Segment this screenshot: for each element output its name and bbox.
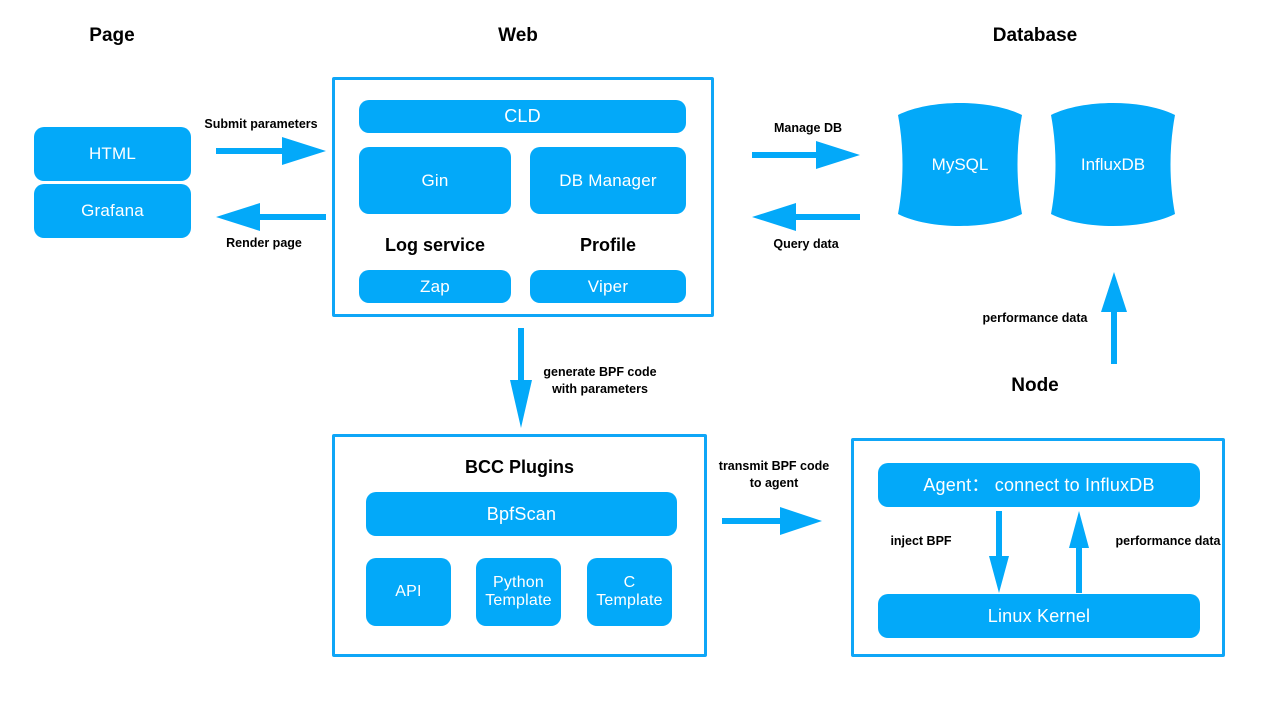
node-zap[interactable]: Zap <box>359 270 511 303</box>
node-python-template-label: Python Template <box>485 574 552 609</box>
node-python-template[interactable]: Python Template <box>476 558 561 626</box>
edge-label-performance-data-node: performance data <box>1115 534 1221 548</box>
node-bpfscan[interactable]: BpfScan <box>366 492 677 536</box>
node-html[interactable]: HTML <box>34 127 191 181</box>
arrow-query-data <box>752 200 860 234</box>
node-zap-label: Zap <box>420 276 450 296</box>
bcc-plugins-container: BCC Plugins BpfScan API Python Template … <box>332 434 707 657</box>
arrow-manage-db <box>752 138 860 172</box>
edge-label-submit-parameters: Submit parameters <box>204 117 318 131</box>
arrow-submit-parameters <box>216 134 326 168</box>
section-title-page: Page <box>89 25 135 46</box>
edge-label-inject-bpf: inject BPF <box>890 534 952 548</box>
arrow-generate-bpf <box>505 328 537 428</box>
node-linux-kernel[interactable]: Linux Kernel <box>878 594 1200 638</box>
node-gin[interactable]: Gin <box>359 147 511 214</box>
arrow-inject-bpf <box>986 511 1012 593</box>
cylinder-influxdb-label: InfluxDB <box>1080 154 1146 174</box>
edge-label-performance-data-db: performance data <box>982 311 1088 325</box>
node-db-manager[interactable]: DB Manager <box>530 147 686 214</box>
section-title-web: Web <box>498 25 538 46</box>
node-grafana-label: Grafana <box>81 201 144 221</box>
edge-label-query-data: Query data <box>773 237 839 251</box>
node-html-label: HTML <box>88 144 137 164</box>
node-linux-kernel-label: Linux Kernel <box>987 605 1091 626</box>
section-title-database: Database <box>992 25 1078 46</box>
edge-label-generate-bpf: generate BPF code with parameters <box>543 365 657 396</box>
section-title-node: Node <box>1011 375 1059 396</box>
arrow-performance-data-db <box>1098 272 1130 364</box>
node-gin-label: Gin <box>421 170 449 190</box>
node-api[interactable]: API <box>366 558 451 626</box>
node-agent[interactable]: Agent： connect to InfluxDB <box>878 463 1200 507</box>
node-grafana[interactable]: Grafana <box>34 184 191 238</box>
label-bcc-plugins-title: BCC Plugins <box>464 457 574 477</box>
node-container: Agent： connect to InfluxDB inject BPF pe… <box>851 438 1225 657</box>
node-c-template-label: C Template <box>596 574 663 609</box>
edge-label-render-page: Render page <box>226 236 302 250</box>
arrow-render-page <box>216 200 326 234</box>
cylinder-influxdb[interactable]: InfluxDB <box>1043 97 1183 232</box>
node-c-template[interactable]: C Template <box>587 558 672 626</box>
node-api-label: API <box>395 583 422 601</box>
node-cld[interactable]: CLD <box>359 100 686 133</box>
arrow-performance-data-node <box>1066 511 1092 593</box>
node-viper[interactable]: Viper <box>530 270 686 303</box>
edge-label-manage-db: Manage DB <box>773 121 843 135</box>
arrow-transmit-bpf <box>722 504 822 538</box>
node-agent-label: Agent： connect to InfluxDB <box>923 474 1155 495</box>
web-container: CLD Gin DB Manager Log service Profile Z… <box>332 77 714 317</box>
node-viper-label: Viper <box>587 276 629 296</box>
label-profile: Profile <box>579 235 636 255</box>
edge-label-transmit-bpf: transmit BPF code to agent <box>718 459 830 490</box>
label-log-service: Log service <box>384 235 486 255</box>
node-bpfscan-label: BpfScan <box>486 503 557 524</box>
node-db-manager-label: DB Manager <box>559 170 657 190</box>
cylinder-mysql[interactable]: MySQL <box>890 97 1030 232</box>
cylinder-mysql-label: MySQL <box>931 154 989 174</box>
node-cld-label: CLD <box>504 106 541 127</box>
